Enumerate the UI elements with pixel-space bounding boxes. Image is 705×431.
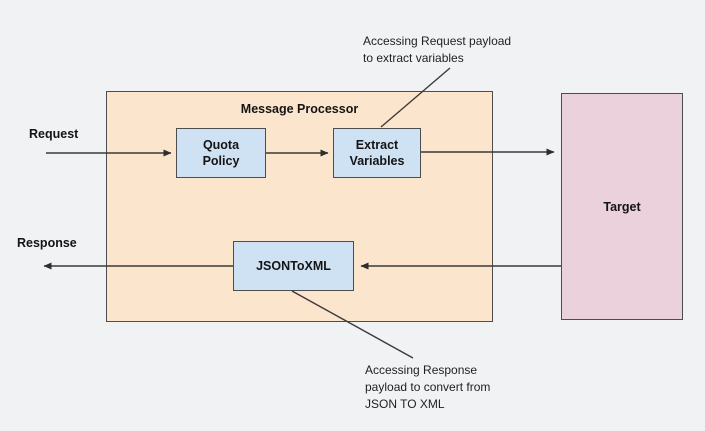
target-node: Target [561,93,683,320]
request-flow-label: Request [29,127,79,141]
response-payload-annotation: Accessing Response payload to convert fr… [365,363,491,411]
target-label: Target [603,199,641,214]
extract-variables-node: Extract Variables [333,128,421,178]
request-payload-annotation: Accessing Request payload to extract var… [363,34,512,65]
json-to-xml-label: JSONToXML [256,259,331,273]
extract-variables-label: Extract Variables [349,138,405,168]
message-processor-title: Message Processor [240,102,359,116]
quota-policy-label: Quota Policy [202,138,240,168]
response-flow-label: Response [17,236,77,250]
quota-policy-node: Quota Policy [176,128,266,178]
json-to-xml-node: JSONToXML [233,241,354,291]
